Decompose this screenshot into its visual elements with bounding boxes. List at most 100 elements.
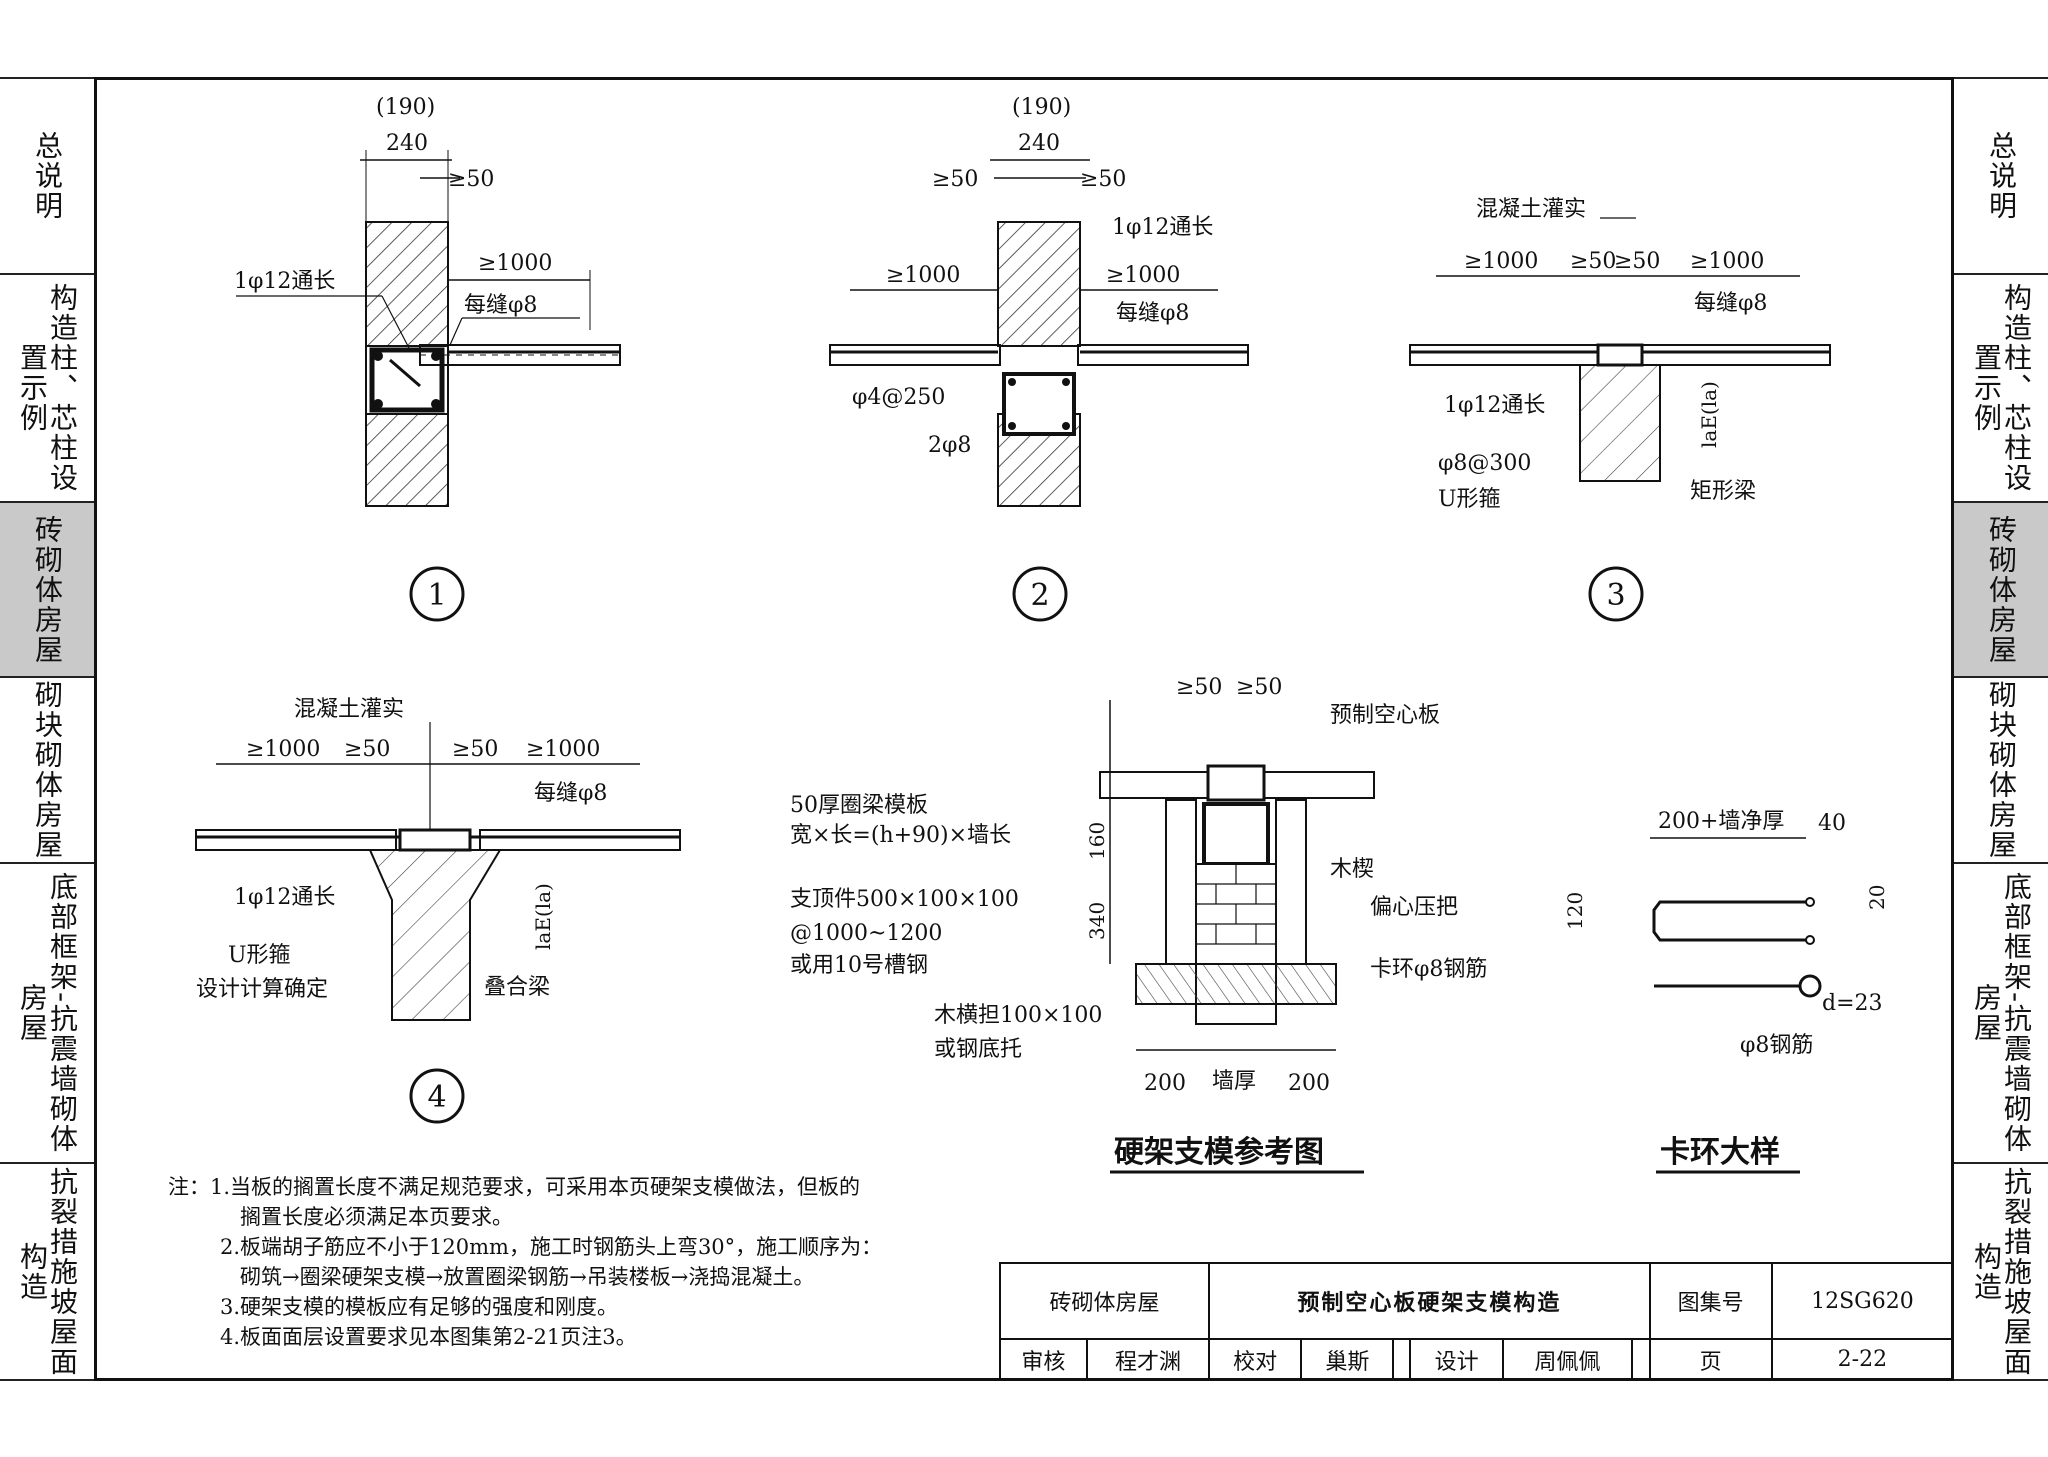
label-beam: 矩形梁 [1690,479,1756,504]
title-block: 砖砌体房屋 预制空心板硬架支模构造 图集号 12SG620 审核 程才渊 校对 … [998,1262,1955,1381]
note-line: 2.板端胡子筋应不小于120mm，施工时钢筋头上弯30°，施工顺序为： [220,1235,883,1259]
label-stirrup: φ4@250 [852,385,945,410]
side-tab-label: 构造柱、芯柱设置示例 [1970,283,2033,493]
label-wedge: 木楔 [1330,857,1374,882]
label-bars: 2φ8 [928,433,971,458]
detail-number-circle [409,1068,465,1124]
dim-50-right: ≥50 [1614,249,1660,274]
label-form1: 50厚圈梁模板 [790,793,928,818]
label-anchor: laE(la) [531,883,555,950]
note-line: 3.硬架支模的模板应有足够的强度和刚度。 [220,1295,619,1319]
side-tab-label: 砌块砌体房屋 [31,680,64,860]
dim-200-right: 200 [1288,1071,1330,1096]
tb-category: 砖砌体房屋 [998,1262,1211,1340]
label-concrete: 混凝土灌实 [1476,197,1586,222]
dim-200-left: 200 [1144,1071,1186,1096]
label-joint: 每缝φ8 [1116,301,1189,326]
dim-20: 20 [1865,885,1889,910]
side-tab-crack[interactable]: 抗裂措施坡屋面构造 [0,1162,94,1381]
label-d: d=23 [1822,991,1883,1016]
clamp-u-shape [1652,900,1806,942]
side-tab-columns-right[interactable]: 构造柱、芯柱设置示例 [1954,273,2048,501]
dim-1000-left: ≥1000 [886,263,960,288]
tb-designer: 周佩佩 [1501,1338,1634,1381]
side-tab-block-right[interactable]: 砌块砌体房屋 [1954,676,2048,862]
dim-120: 120 [1563,892,1587,930]
slab-right [1639,344,1831,366]
side-tab-crack-right[interactable]: 抗裂措施坡屋面构造 [1954,1162,2048,1381]
beam [1002,372,1076,436]
detail-number: 4 [427,1080,446,1115]
note-line: 注：1.当板的搁置长度不满足规范要求，可采用本页硬架支模做法，但板的 [168,1175,861,1199]
detail-2: (190) 240 ≥50 ≥50 1φ12通长 ≥1000 ≥1000 每缝φ… [829,95,1249,622]
label-slab: 预制空心板 [1330,703,1440,728]
formwork-title: 硬架支模参考图 [1114,1135,1324,1170]
slab-left [829,344,1001,366]
label-wall: 墙厚 [1212,1069,1256,1094]
label-sup2: @1000~1200 [790,921,942,946]
wall-upper [365,221,449,347]
detail-number-circle [1588,566,1644,622]
detail-number-circle [409,566,465,622]
side-tab-label: 总说明 [31,131,64,221]
ring-beam-cage [1202,802,1270,866]
wall-lower [365,413,449,507]
side-tab-label: 砖砌体房屋 [1985,514,2018,665]
label-bar: φ8钢筋 [1740,1033,1813,1058]
tb-review-label: 审核 [999,1338,1088,1381]
detail-number: 1 [427,578,446,613]
label-beam1: 木横担100×100 [934,1003,1102,1028]
dim-190: (190) [376,95,435,120]
label-rebar: 1φ12通长 [234,885,335,910]
dim-240: 240 [1018,131,1060,156]
label-anchor: laE(la) [1697,381,1721,448]
detail-formwork: ≥50 ≥50 预制空心板 50厚圈梁模板 宽×长=(h+90)×墙长 160 … [790,675,1487,1174]
tb-atlas-no: 12SG620 [1770,1262,1955,1340]
dim-1000-right: ≥1000 [526,737,600,762]
label-ring: 卡环φ8钢筋 [1370,957,1487,982]
side-tab-label: 抗裂措施坡屋面构造 [16,1166,79,1377]
note-line: 搁置长度必须满足本页要求。 [240,1205,513,1229]
detail-number-circle [1012,566,1068,622]
side-tab-brick-right[interactable]: 砖砌体房屋 [1954,501,2048,676]
tb-signature-2 [1631,1338,1651,1381]
side-tab-label: 底部框架-抗震墙砌体房屋 [1970,871,2033,1155]
detail-number: 3 [1606,578,1625,613]
formwork-right [1275,799,1307,965]
dim-1000: ≥1000 [478,251,552,276]
label-rebar: 1φ12通长 [234,269,335,294]
composite-beam [368,849,502,1021]
label-joint: 每缝φ8 [464,293,537,318]
tb-reviewer: 程才渊 [1085,1338,1211,1381]
label-rebar: 1φ12通长 [1444,393,1545,418]
dim-190: (190) [1012,95,1071,120]
dim-50-right: ≥50 [1080,167,1126,192]
side-tab-block[interactable]: 砌块砌体房屋 [0,676,94,862]
label-stirrup: φ8@300 [1438,451,1531,476]
side-tab-frame[interactable]: 底部框架-抗震墙砌体房屋 [0,862,94,1162]
side-tab-brick[interactable]: 砖砌体房屋 [0,501,94,676]
dim-50-right: ≥50 [452,737,498,762]
side-tab-frame-right[interactable]: 底部框架-抗震墙砌体房屋 [1954,862,2048,1162]
clamp-eye [1798,974,1822,998]
tb-title: 预制空心板硬架支模构造 [1208,1262,1651,1340]
tb-atlas-label: 图集号 [1648,1262,1773,1340]
note-line: 4.板面面层设置要求见本图集第2-21页注3。 [220,1325,637,1349]
tb-design-label: 设计 [1409,1338,1504,1381]
side-tab-columns[interactable]: 构造柱、芯柱设置示例 [0,273,94,501]
dim-40: 40 [1818,811,1846,836]
side-tab-general-right[interactable]: 总说明 [1954,77,2048,273]
tb-page-no: 2-22 [1770,1338,1955,1381]
side-tab-general[interactable]: 总说明 [0,77,94,273]
wall-upper [997,221,1081,347]
side-tab-label: 砖砌体房屋 [31,514,64,665]
side-tab-label: 抗裂措施坡屋面构造 [1970,1166,2033,1377]
label-beam2: 或钢底托 [934,1037,1022,1062]
dim-1000-right: ≥1000 [1690,249,1764,274]
slab-right [1077,344,1249,366]
slab-left [1409,344,1601,366]
slab-right [479,829,681,851]
timber-crossbeam [1135,963,1337,1005]
label-joint: 每缝φ8 [534,781,607,806]
tb-checker: 巢斯 [1300,1338,1395,1381]
